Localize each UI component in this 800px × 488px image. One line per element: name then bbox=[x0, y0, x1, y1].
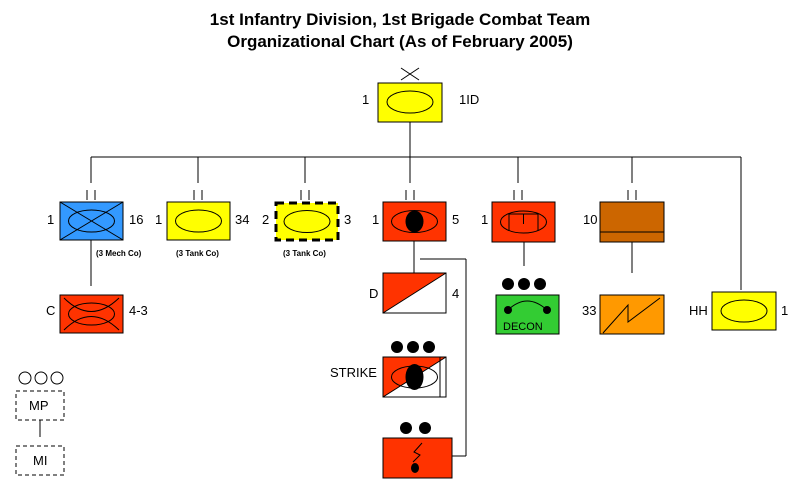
signal-lightning-icon bbox=[412, 442, 423, 463]
ad-left-label: D bbox=[369, 286, 378, 301]
hhc-symbol bbox=[711, 291, 777, 331]
brigade-echelon-x-icon bbox=[400, 67, 420, 81]
attached-tank-symbol bbox=[274, 201, 340, 242]
ad-right-label: 4 bbox=[452, 286, 459, 301]
support-battalion-unit: 10 bbox=[583, 190, 665, 243]
hq-left-label: 1 bbox=[362, 92, 369, 107]
cavalry-symbol bbox=[59, 294, 124, 334]
mech-infantry-unit: 1 16 (3 Mech Co) bbox=[47, 190, 143, 258]
tank2-right-label: 3 bbox=[344, 212, 351, 227]
field-artillery-unit: 1 5 bbox=[372, 190, 459, 242]
cavalry-right-label: 4-3 bbox=[129, 303, 148, 318]
engineer-unit: 1 bbox=[481, 190, 556, 243]
chemical-arc-icon bbox=[507, 300, 548, 311]
hhc-unit: HH 1 bbox=[689, 262, 788, 331]
infantry-cross-icon bbox=[59, 201, 124, 241]
tank1-note: (3 Tank Co) bbox=[176, 249, 219, 258]
cavalry-icon bbox=[63, 297, 120, 331]
maintenance-unit: 33 bbox=[582, 294, 665, 335]
battalion-echelon-icon bbox=[513, 190, 523, 200]
armor-oval-icon bbox=[175, 209, 222, 233]
armor-oval-icon bbox=[720, 299, 768, 323]
fa-right-label: 5 bbox=[452, 212, 459, 227]
cavalry-left-label: C bbox=[46, 303, 55, 318]
mp-unit: MP bbox=[15, 371, 65, 421]
mp-symbol bbox=[15, 390, 65, 421]
chart-title-line-2: Organizational Chart (As of February 200… bbox=[227, 32, 573, 51]
mp-label: MP bbox=[29, 398, 49, 413]
chart-title-line-1: 1st Infantry Division, 1st Brigade Comba… bbox=[209, 10, 591, 29]
armor-oval-icon bbox=[386, 90, 434, 114]
connector-lines bbox=[39, 122, 742, 457]
hq-symbol bbox=[377, 82, 443, 123]
battalion-echelon-icon bbox=[627, 190, 637, 200]
armor-oval-icon bbox=[283, 210, 331, 233]
air-defense-unit: D 4 bbox=[369, 272, 459, 314]
battalion-echelon-icon bbox=[405, 190, 415, 200]
decon-label: DECON bbox=[503, 321, 543, 333]
signal-unit bbox=[382, 422, 453, 479]
company-size-dots-icon bbox=[400, 422, 431, 434]
tank-battalion-1-34: 1 34 (3 Tank Co) bbox=[155, 190, 249, 258]
tank-symbol bbox=[166, 201, 231, 241]
battalion-size-dots-icon bbox=[502, 278, 546, 290]
tank-battalion-2-3: 2 3 (3 Tank Co) bbox=[262, 190, 351, 258]
hq-right-label: 1ID bbox=[459, 92, 479, 107]
mi-symbol bbox=[15, 445, 65, 476]
tank1-right-label: 34 bbox=[235, 212, 249, 227]
engineer-left-label: 1 bbox=[481, 212, 488, 227]
mi-unit: MI bbox=[15, 445, 65, 476]
strike-unit: STRIKE bbox=[330, 341, 447, 398]
artillery-dot-icon bbox=[405, 210, 424, 233]
decon-unit: DECON bbox=[495, 278, 560, 335]
battalion-echelon-icon bbox=[300, 190, 310, 200]
mi-label: MI bbox=[33, 453, 47, 468]
division-hq-unit: 1 1ID bbox=[362, 67, 479, 123]
battalion-echelon-icon bbox=[193, 190, 203, 200]
tank2-note: (3 Tank Co) bbox=[283, 249, 326, 258]
maint-left-label: 33 bbox=[582, 303, 596, 318]
tank2-left-label: 2 bbox=[262, 212, 269, 227]
battalion-size-dots-icon bbox=[391, 341, 435, 353]
mech-right-label: 16 bbox=[129, 212, 143, 227]
battalion-echelon-icon bbox=[86, 190, 96, 200]
support-left-label: 10 bbox=[583, 212, 597, 227]
signal-dot-icon bbox=[411, 463, 419, 473]
battalion-size-hollow-dots-icon bbox=[18, 371, 64, 385]
armor-oval-icon bbox=[500, 210, 547, 234]
hhc-right-label: 1 bbox=[781, 303, 788, 318]
cavalry-troop-unit: C 4-3 bbox=[46, 294, 148, 334]
maintenance-zigzag-icon bbox=[602, 297, 661, 334]
hhc-left-label: HH bbox=[689, 303, 708, 318]
tank1-left-label: 1 bbox=[155, 212, 162, 227]
strike-label: STRIKE bbox=[330, 365, 377, 380]
fa-left-label: 1 bbox=[372, 212, 379, 227]
maintenance-symbol bbox=[599, 294, 665, 335]
support-symbol bbox=[599, 201, 665, 243]
mech-note: (3 Mech Co) bbox=[96, 249, 142, 258]
mech-left-label: 1 bbox=[47, 212, 54, 227]
